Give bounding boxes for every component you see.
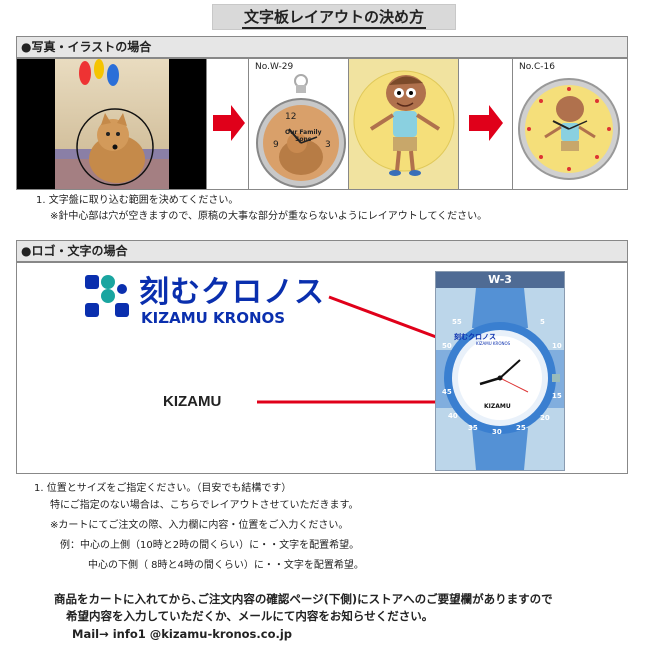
cartoon-character-image bbox=[353, 70, 455, 176]
watch-model-label: No.W-29 bbox=[255, 62, 294, 72]
arrow-cell-1 bbox=[207, 59, 249, 189]
logo-example-2: 中心の下側（ 8時と4時の間くらい）に・・文字を配置希望。 bbox=[88, 560, 364, 571]
right-arrow-icon bbox=[213, 105, 245, 141]
bezel-number: 25 bbox=[516, 424, 526, 432]
dial-text: KIZAMU bbox=[484, 403, 511, 410]
contact-email[interactable]: Mail→ info1 @kizamu-kronos.co.jp bbox=[72, 627, 293, 641]
pocket-watch-cell: No.W-29 12 9 3 Our Family Sons bbox=[249, 59, 349, 189]
logo-instruction-1: 1. 位置とサイズをご指定ください。（目安でも結構です） bbox=[34, 483, 292, 494]
bezel-number: 35 bbox=[468, 424, 478, 432]
bezel-number: 45 bbox=[442, 388, 452, 396]
svg-text:3: 3 bbox=[325, 140, 331, 150]
svg-text:12: 12 bbox=[285, 112, 296, 122]
dial-logo-jp: 刻むクロノス bbox=[454, 333, 496, 341]
footer-line-1: 商品をカートに入れてから､ご注文内容の確認ページ(下側)にストアへのご要望欄があ… bbox=[54, 592, 553, 606]
photo-instruction-2: ※針中心部は穴が空きますので、原稿の大事な部分が重ならないようにレイアウトしてく… bbox=[50, 211, 488, 222]
w3-watch-product: W-3 刻むクロノス KIZAMU KRONOS KIZAMU 55 5 10 … bbox=[435, 271, 565, 471]
photo-instruction-1: 1. 文字盤に取り込む範囲を決めてください。 bbox=[36, 195, 239, 206]
logo-instruction-3: ※カートにてご注文の際、入力欄に内容・位置をご入力ください。 bbox=[50, 520, 349, 531]
dial-logo-en: KIZAMU KRONOS bbox=[476, 341, 511, 346]
round-watch-cell: No.C-16 bbox=[513, 59, 629, 189]
bezel-number: 55 bbox=[452, 318, 462, 326]
photo-section-heading: ●写真・イラストの場合 bbox=[16, 36, 628, 58]
round-watch-image bbox=[518, 78, 620, 180]
logo-en-text: KIZAMU KRONOS bbox=[141, 309, 286, 327]
logo-dots-icon bbox=[85, 275, 129, 317]
page-title: 文字板レイアウトの決め方 bbox=[241, 6, 426, 29]
logo-instruction-2: 特にご指定のない場合は、こちらでレイアウトさせていただきます。 bbox=[50, 500, 359, 511]
logo-jp-text: 刻むクロノス bbox=[139, 275, 325, 310]
watch-model-label: No.C-16 bbox=[519, 62, 555, 72]
logo-section-heading: ●ロゴ・文字の場合 bbox=[16, 240, 628, 262]
svg-text:9: 9 bbox=[273, 140, 279, 150]
pocket-watch-image: 12 9 3 bbox=[256, 74, 346, 188]
cartoon-cell bbox=[349, 59, 459, 189]
text-sample: KIZAMU bbox=[163, 393, 222, 410]
page-title-box: 文字板レイアウトの決め方 bbox=[212, 4, 456, 30]
kronos-logo: 刻むクロノス KIZAMU KRONOS bbox=[79, 267, 325, 329]
watch-model-header: W-3 bbox=[436, 272, 564, 288]
arrow-cell-2 bbox=[459, 59, 513, 189]
bezel-number: 20 bbox=[540, 414, 550, 422]
bezel-number: 10 bbox=[552, 342, 562, 350]
watch-dial-text: Our Family Sons bbox=[285, 129, 322, 143]
bezel-number: 5 bbox=[540, 318, 545, 326]
bezel-number: 15 bbox=[552, 392, 562, 400]
w3-watch-image bbox=[436, 288, 564, 470]
bezel-number: 30 bbox=[492, 428, 502, 436]
photo-example-strip: No.W-29 12 9 3 Our Family Sons bbox=[16, 58, 628, 190]
cat-photo-cell bbox=[17, 59, 207, 189]
right-arrow-icon bbox=[469, 105, 503, 141]
logo-example-1: 例：中心の上側（10時と2時の間くらい）に・・文字を配置希望。 bbox=[60, 540, 360, 551]
logo-example-panel: 刻むクロノス KIZAMU KRONOS KIZAMU W-3 刻むクロノス K… bbox=[16, 262, 628, 474]
footer-line-2: 希望内容を入力していただくか、メールにて内容をお知らせください。 bbox=[66, 609, 434, 623]
bezel-number: 50 bbox=[442, 342, 452, 350]
bezel-number: 40 bbox=[448, 412, 458, 420]
cat-photo bbox=[55, 59, 169, 189]
